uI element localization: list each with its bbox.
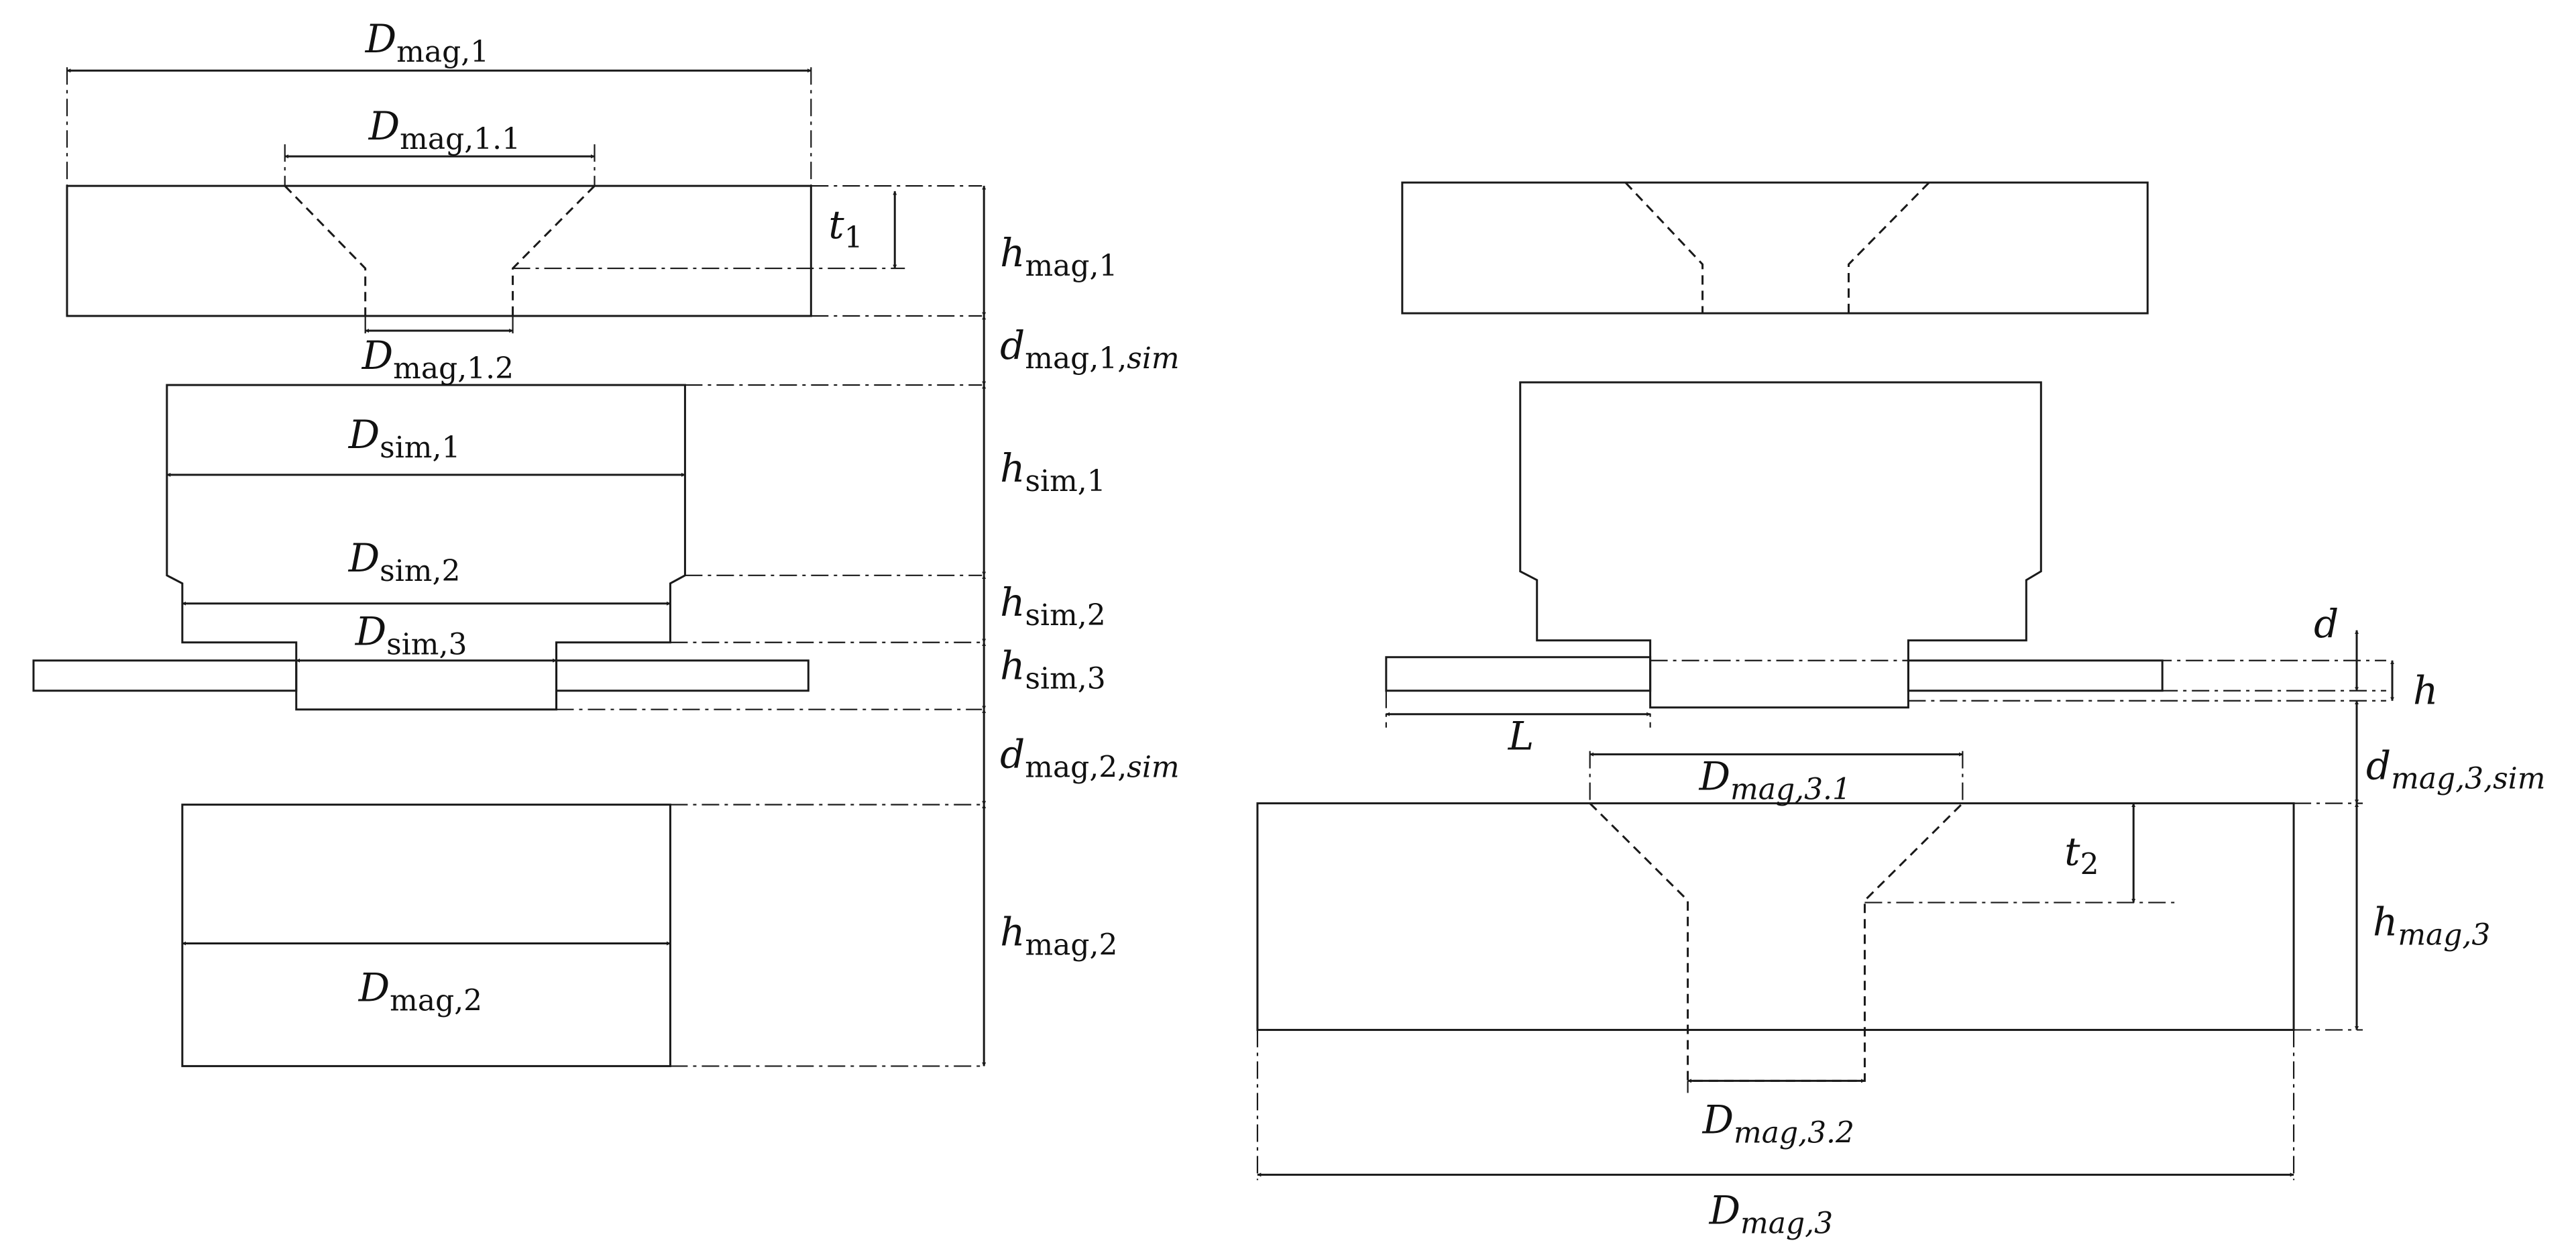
label-d-mag-1-sim: dmag,1,sim <box>1000 323 1179 376</box>
left-labels: Dmag,1 Dmag,1.1 Dmag,1.2 t1 hmag,1 dmag,… <box>348 16 1180 1018</box>
left-extension-lines <box>66 67 983 1067</box>
label-h-sim-3: hsim,3 <box>1000 643 1106 696</box>
label-t1: t1 <box>828 202 862 255</box>
right-specimen-holder <box>1519 381 2042 709</box>
label-d-sim-3: Dsim,3 <box>355 609 467 662</box>
right-lower-magnet-3 <box>1256 802 2295 1082</box>
label-d: d <box>2314 601 2339 647</box>
label-d-mag-1: Dmag,1 <box>365 16 489 69</box>
label-d-mag-2-sim: dmag,2,sim <box>1000 732 1179 785</box>
left-assembly: Dmag,1 Dmag,1.1 Dmag,1.2 t1 hmag,1 dmag,… <box>32 16 1180 1067</box>
right-extension-lines <box>1256 659 2387 1181</box>
label-h: h <box>2413 668 2438 714</box>
label-d-sim-1: Dsim,1 <box>348 412 461 465</box>
right-upper-magnet <box>1401 181 2149 315</box>
label-d-mag-3-1: Dmag,3.1 <box>1699 754 1851 807</box>
upper-magnet-1 <box>66 184 812 317</box>
label-L: L <box>1508 714 1534 759</box>
label-d-sim-2: Dsim,2 <box>348 535 461 588</box>
label-h-mag-1: hmag,1 <box>1000 230 1117 283</box>
label-h-sim-2: hsim,2 <box>1000 580 1106 633</box>
sheet <box>32 659 809 692</box>
label-d-mag-1-1: Dmag,1.1 <box>368 103 520 156</box>
label-h-mag-2: hmag,2 <box>1000 910 1117 963</box>
lower-magnet-2 <box>181 804 671 1067</box>
label-t2: t2 <box>2064 829 2098 882</box>
label-d-mag-3-sim: dmag,3,sim <box>2366 743 2545 796</box>
right-labels: d h L dmag,3,sim Dmag,3.1 t2 hmag,3 Dmag… <box>1508 601 2546 1241</box>
right-dimension-lines <box>1257 630 2395 1177</box>
label-h-sim-1: hsim,1 <box>1000 445 1106 498</box>
label-d-mag-1-2: Dmag,1.2 <box>361 333 514 386</box>
label-d-mag-3-2: Dmag,3.2 <box>1702 1097 1854 1150</box>
label-h-mag-3: hmag,3 <box>2373 899 2490 952</box>
left-dimension-lines <box>66 68 987 1067</box>
label-d-mag-2: Dmag,2 <box>358 965 482 1018</box>
right-sheet <box>1385 656 2164 692</box>
right-assembly: d h L dmag,3,sim Dmag,3.1 t2 hmag,3 Dmag… <box>1256 181 2546 1241</box>
label-d-mag-3: Dmag,3 <box>1709 1187 1833 1240</box>
